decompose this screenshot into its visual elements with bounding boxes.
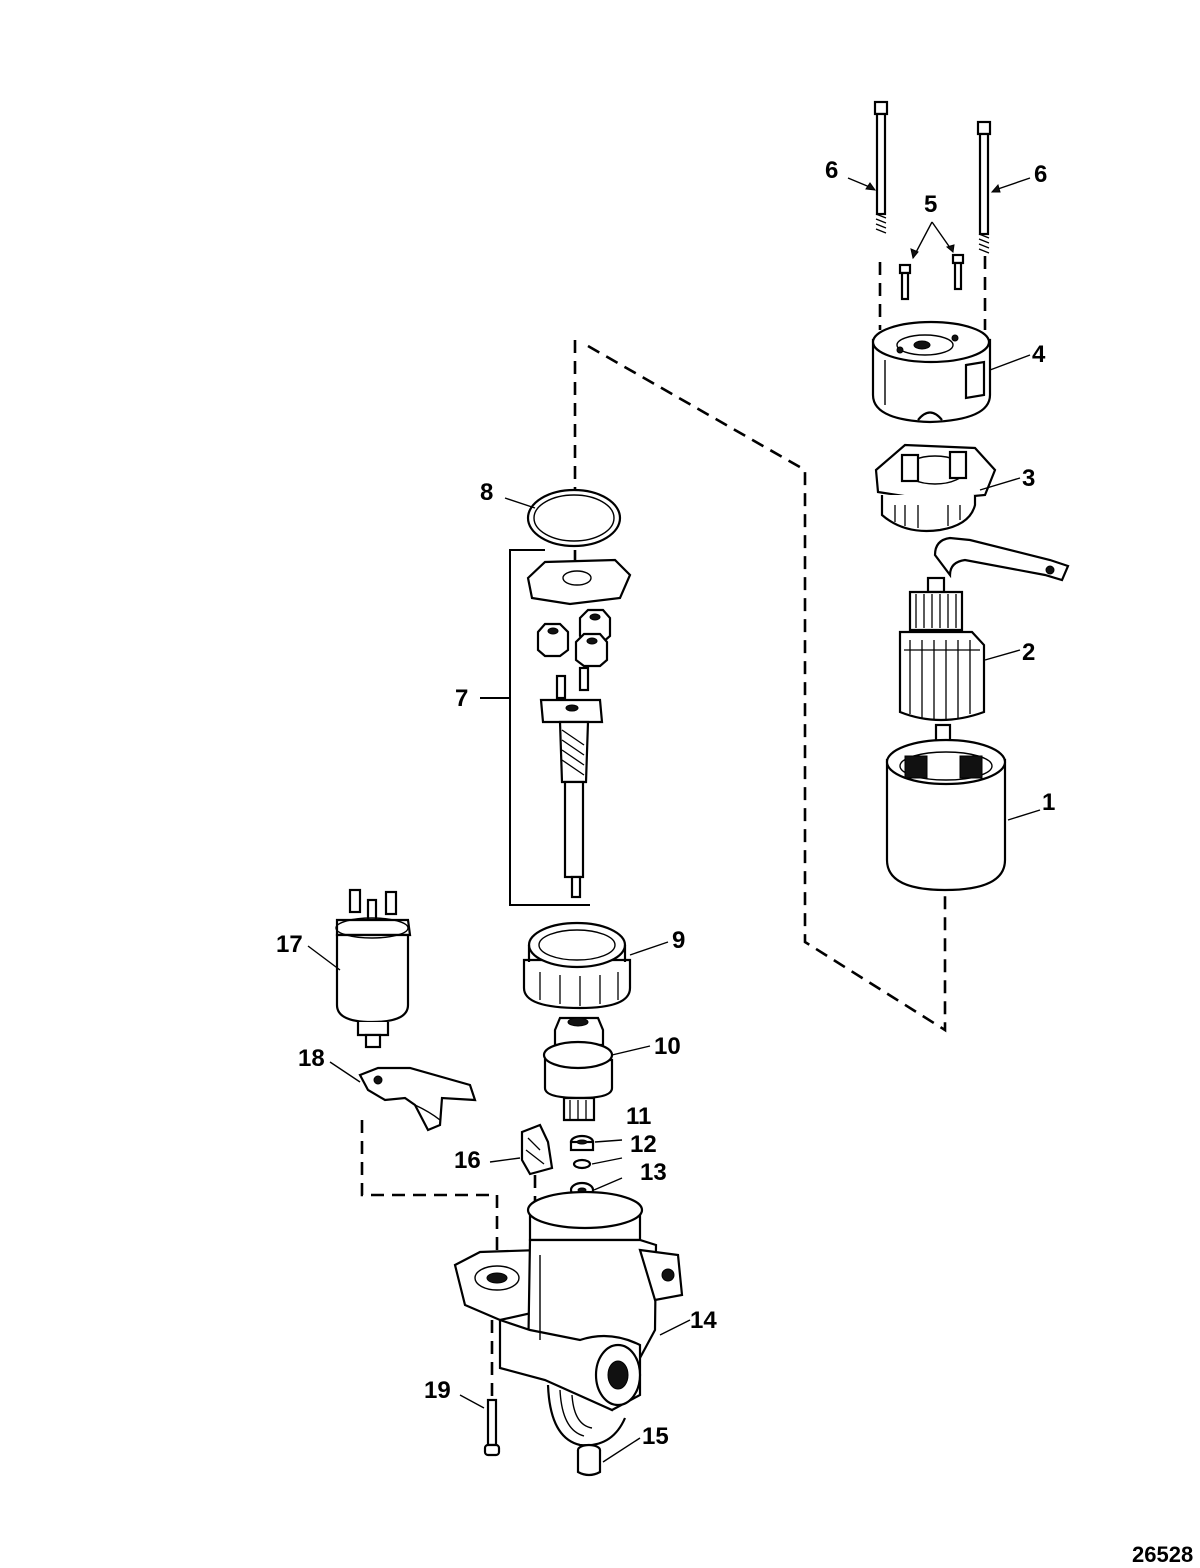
callout-7: 7 — [455, 685, 468, 712]
starter-drive-pinion — [542, 1016, 614, 1122]
callout-2: 2 — [1022, 639, 1035, 666]
bushing — [576, 1443, 602, 1477]
callout-labels: 1 2 3 4 5 6 6 7 8 9 10 11 12 13 14 15 16… — [276, 157, 1193, 1567]
figure-reference-number: 26528 — [1132, 1542, 1193, 1567]
planetary-gear-assembly — [480, 549, 632, 906]
brush-plate-assembly — [874, 443, 1070, 582]
callout-17: 17 — [276, 931, 303, 958]
lever-block — [520, 1123, 554, 1176]
callout-15: 15 — [642, 1423, 669, 1450]
leader-lines — [307, 177, 1041, 1463]
callout-5: 5 — [924, 191, 937, 218]
callout-12: 12 — [630, 1131, 657, 1158]
drive-end-housing — [453, 1190, 684, 1447]
through-bolt-left — [873, 100, 889, 234]
callout-9: 9 — [672, 927, 685, 954]
callout-16: 16 — [454, 1147, 481, 1174]
solenoid-mounting-screw — [483, 1398, 501, 1457]
callout-8: 8 — [480, 479, 493, 506]
callout-3: 3 — [1022, 465, 1035, 492]
callout-14: 14 — [690, 1307, 717, 1334]
through-bolt-right — [976, 120, 992, 254]
planet-carrier-shaft — [539, 666, 604, 899]
stop-collar — [569, 1134, 595, 1152]
ring-gear — [522, 921, 632, 1010]
solenoid — [335, 888, 412, 1049]
callout-10: 10 — [654, 1033, 681, 1060]
callout-6-right: 6 — [1034, 161, 1047, 188]
callout-13: 13 — [640, 1159, 667, 1186]
callout-11: 11 — [626, 1103, 651, 1130]
assembly-dashed-lines — [360, 256, 987, 1398]
shift-fork — [358, 1066, 477, 1132]
commutator-end-cap — [871, 320, 992, 424]
retaining-ring — [572, 1158, 592, 1170]
o-ring — [526, 488, 622, 548]
planet-gears — [536, 608, 612, 668]
callout-4: 4 — [1032, 341, 1046, 368]
callout-18: 18 — [298, 1045, 325, 1072]
armature — [898, 576, 986, 749]
callout-19: 19 — [424, 1377, 451, 1404]
brush-plate-screws — [898, 221, 965, 301]
field-frame — [885, 738, 1007, 892]
callout-1: 1 — [1042, 789, 1055, 816]
callout-6-left: 6 — [825, 157, 838, 184]
